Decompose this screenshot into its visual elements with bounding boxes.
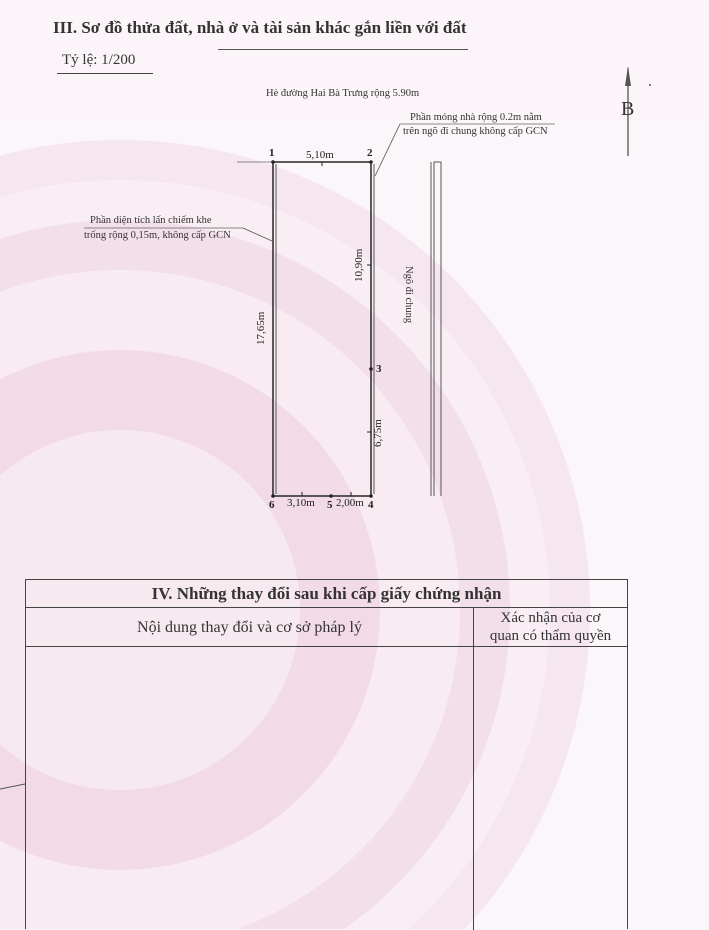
title-underline [218,49,468,50]
point-4-label: 4 [368,499,374,511]
col-confirmation-header: Xác nhận của cơ quan có thẩm quyền [474,608,627,647]
encroach-note-line1: Phần diện tích lấn chiếm khe [90,215,212,226]
north-arrow-label: B [621,98,635,120]
dim-bottom-right: 2,00m [336,497,364,509]
section-3-title: III. Sơ đồ thửa đất, nhà ở và tài sản kh… [53,18,467,37]
confirmation-cell [474,647,627,930]
dim-bottom-left: 3,10m [287,497,315,509]
section-4-title: IV. Những thay đổi sau khi cấp giấy chứn… [26,580,627,608]
scale-label: Tỷ lệ: 1/200 [62,52,136,68]
col-confirmation-header-line2: quan có thẩm quyền [489,628,612,644]
scale-underline [57,73,153,74]
foundation-note-line1: Phần móng nhà rộng 0.2m nằm [410,112,542,123]
dim-left: 17,65m [255,311,267,345]
point-6-label: 6 [269,499,275,511]
changes-content-cell [26,647,474,930]
point-1-label: 1 [269,147,275,159]
point-2-label: 2 [367,147,373,159]
street-label: Hè đường Hai Bà Trưng rộng 5.90m [266,88,420,99]
col-confirmation-header-line1: Xác nhận của cơ [500,610,601,626]
point-3-label: 3 [376,363,382,375]
col-content-header: Nội dung thay đổi và cơ sở pháp lý [26,608,474,647]
foundation-note-line2: trên ngõ đi chung không cấp GCN [403,126,548,137]
changes-table: IV. Những thay đổi sau khi cấp giấy chứn… [25,579,628,930]
alley-label: Ngõ đi chung [403,266,414,324]
dim-right-lower: 6,75m [372,419,384,447]
dim-right-upper: 10,90m [353,248,365,282]
encroach-note-line2: trống rộng 0,15m, không cấp GCN [84,230,231,241]
point-5-label: 5 [327,499,333,511]
dim-top: 5,10m [306,149,334,161]
